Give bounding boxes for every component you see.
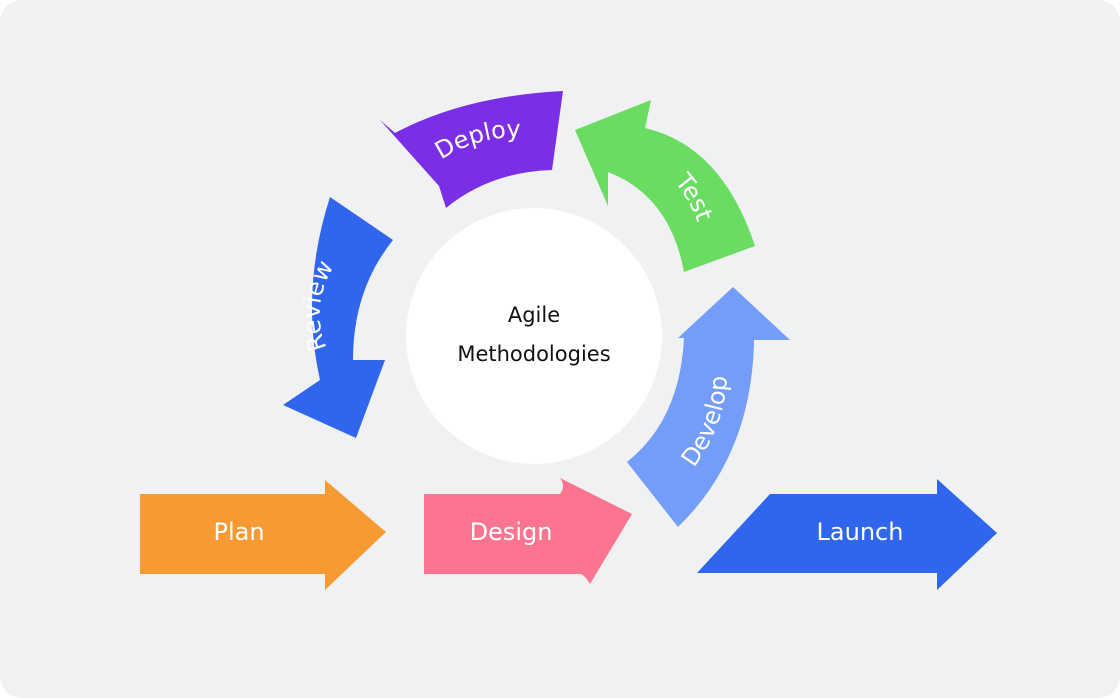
review-arrow xyxy=(283,197,393,438)
plan-arrow xyxy=(140,480,386,590)
design-arrow xyxy=(424,478,632,584)
center-title-line-1: Agile xyxy=(508,303,560,327)
center-circle xyxy=(406,208,662,464)
launch-arrow xyxy=(697,479,997,590)
deploy-arrow xyxy=(380,91,563,208)
develop-arrow xyxy=(627,287,790,527)
center-title-line-2: Methodologies xyxy=(457,342,610,366)
design-label: Design xyxy=(470,518,553,546)
plan-label: Plan xyxy=(213,518,264,546)
test-arrow xyxy=(575,100,755,272)
launch-label: Launch xyxy=(817,518,904,546)
